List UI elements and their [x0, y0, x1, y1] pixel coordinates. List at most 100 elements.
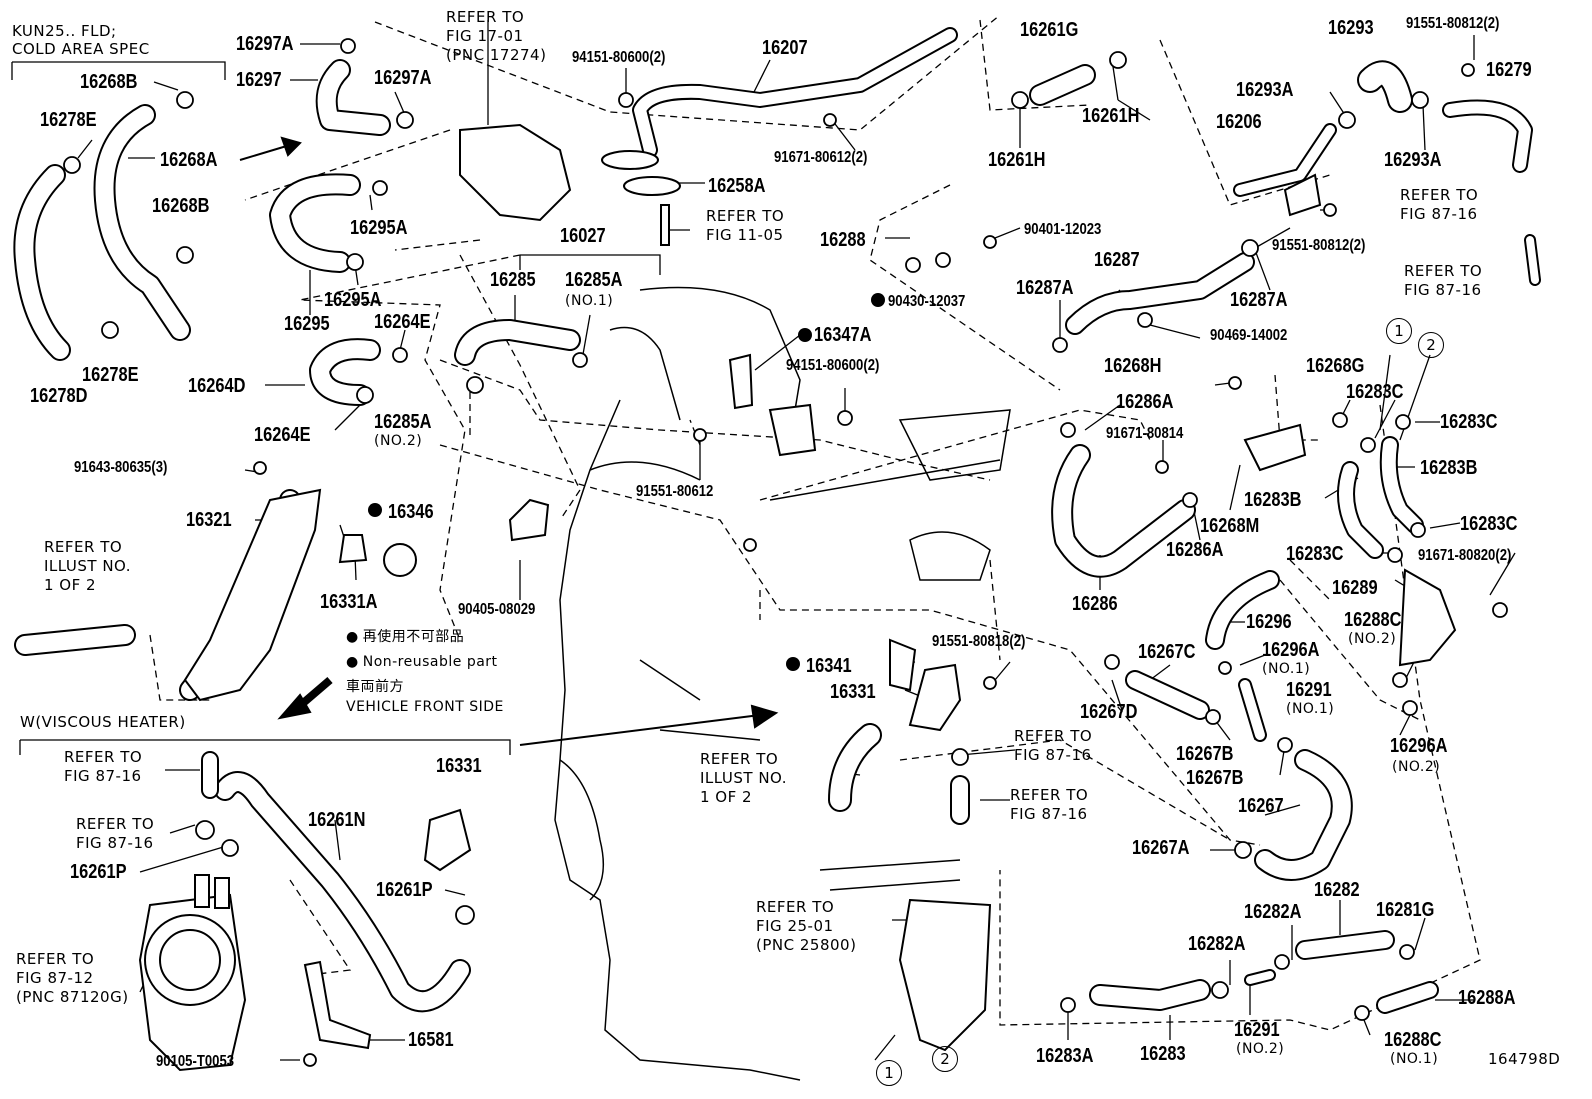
part-16283C[interactable]: 16283C	[1346, 381, 1404, 403]
part-16341[interactable]: 16341	[806, 655, 852, 677]
part-16288A[interactable]: 16288A	[1458, 987, 1516, 1009]
part-16206[interactable]: 16206	[1216, 111, 1262, 133]
part-16268G[interactable]: 16268G	[1306, 355, 1365, 377]
part-16285A-no1[interactable]: 16285A	[565, 269, 623, 291]
ref-fig-11-05[interactable]: REFER TO FIG 11-05	[706, 207, 784, 245]
part-16291-no1[interactable]: 16291	[1286, 679, 1332, 701]
part-16258A[interactable]: 16258A	[708, 175, 766, 197]
part-94151-80600[interactable]: 94151-80600(2)	[572, 49, 666, 66]
part-90469-14002[interactable]: 90469-14002	[1210, 327, 1288, 344]
part-16293[interactable]: 16293	[1328, 17, 1374, 39]
part-16261H[interactable]: 16261H	[1082, 105, 1140, 127]
ref-fig-87-16[interactable]: REFER TO FIG 87-16	[1404, 262, 1482, 300]
part-16267[interactable]: 16267	[1238, 795, 1284, 817]
part-16288C-no2[interactable]: 16288C	[1344, 609, 1402, 631]
part-91671-80814[interactable]: 91671-80814	[1106, 425, 1184, 442]
ref-fig-17-01[interactable]: REFER TO FIG 17-01 (PNC 17274)	[446, 8, 546, 65]
part-16331A[interactable]: 16331A	[320, 591, 378, 613]
part-91551-80818[interactable]: 91551-80818(2)	[932, 633, 1026, 650]
part-16286A[interactable]: 16286A	[1166, 539, 1224, 561]
part-16288[interactable]: 16288	[820, 229, 866, 251]
part-91643-80635[interactable]: 91643-80635(3)	[74, 459, 168, 476]
part-16261N[interactable]: 16261N	[308, 809, 366, 831]
part-91551-80612[interactable]: 91551-80612	[636, 483, 714, 500]
part-16282A[interactable]: 16282A	[1188, 933, 1246, 955]
ref-fig-87-16[interactable]: REFER TO FIG 87-16	[76, 815, 154, 853]
part-91551-80812[interactable]: 91551-80812(2)	[1406, 15, 1500, 32]
part-16281G[interactable]: 16281G	[1376, 899, 1435, 921]
part-16268B[interactable]: 16268B	[80, 71, 138, 93]
part-16261G[interactable]: 16261G	[1020, 19, 1079, 41]
ref-fig-87-16[interactable]: REFER TO FIG 87-16	[1014, 727, 1092, 765]
part-16283[interactable]: 16283	[1140, 1043, 1186, 1065]
part-16264E[interactable]: 16264E	[254, 424, 311, 446]
ref-fig-87-16[interactable]: REFER TO FIG 87-16	[64, 748, 142, 786]
part-16283B[interactable]: 16283B	[1244, 489, 1302, 511]
part-16295A[interactable]: 16295A	[324, 289, 382, 311]
part-16267D[interactable]: 16267D	[1080, 701, 1138, 723]
part-16346[interactable]: 16346	[388, 501, 434, 523]
part-91551-80812[interactable]: 91551-80812(2)	[1272, 237, 1366, 254]
part-16287A[interactable]: 16287A	[1230, 289, 1288, 311]
part-16267B[interactable]: 16267B	[1186, 767, 1244, 789]
part-16297[interactable]: 16297	[236, 69, 282, 91]
part-16267A[interactable]: 16267A	[1132, 837, 1190, 859]
part-16283A[interactable]: 16283A	[1036, 1045, 1094, 1067]
part-16279[interactable]: 16279	[1486, 59, 1532, 81]
part-16288C-no1[interactable]: 16288C	[1384, 1029, 1442, 1051]
part-16291-no2[interactable]: 16291	[1234, 1019, 1280, 1041]
part-16296[interactable]: 16296	[1246, 611, 1292, 633]
part-16297A[interactable]: 16297A	[236, 33, 294, 55]
part-16285[interactable]: 16285	[490, 269, 536, 291]
part-16207[interactable]: 16207	[762, 37, 808, 59]
part-16296A-no2[interactable]: 16296A	[1390, 735, 1448, 757]
part-16268M[interactable]: 16268M	[1200, 515, 1260, 537]
part-16331[interactable]: 16331	[436, 755, 482, 777]
part-16347A[interactable]: 16347A	[814, 324, 872, 346]
part-16287A[interactable]: 16287A	[1016, 277, 1074, 299]
part-16286[interactable]: 16286	[1072, 593, 1118, 615]
part-90401-12023[interactable]: 90401-12023	[1024, 221, 1102, 238]
part-16027[interactable]: 16027	[560, 225, 606, 247]
part-16295A[interactable]: 16295A	[350, 217, 408, 239]
part-90105-T0053[interactable]: 90105-T0053	[156, 1053, 235, 1070]
part-16289[interactable]: 16289	[1332, 577, 1378, 599]
part-16268H[interactable]: 16268H	[1104, 355, 1162, 377]
part-16286A[interactable]: 16286A	[1116, 391, 1174, 413]
part-16264E[interactable]: 16264E	[374, 311, 431, 333]
part-16264D[interactable]: 16264D	[188, 375, 246, 397]
ref-fig-87-16[interactable]: REFER TO FIG 87-16	[1010, 786, 1088, 824]
part-16283C[interactable]: 16283C	[1440, 411, 1498, 433]
part-16296A-no1[interactable]: 16296A	[1262, 639, 1320, 661]
part-94151-80600[interactable]: 94151-80600(2)	[786, 357, 880, 374]
part-16283C[interactable]: 16283C	[1460, 513, 1518, 535]
ref-fig-87-12[interactable]: REFER TO FIG 87-12 (PNC 87120G)	[16, 950, 129, 1007]
part-16278D[interactable]: 16278D	[30, 385, 88, 407]
part-16261P[interactable]: 16261P	[70, 861, 127, 883]
part-16283B[interactable]: 16283B	[1420, 457, 1478, 479]
part-16268B[interactable]: 16268B	[152, 195, 210, 217]
ref-fig-25-01[interactable]: REFER TO FIG 25-01 (PNC 25800)	[756, 898, 856, 955]
part-16293A[interactable]: 16293A	[1384, 149, 1442, 171]
part-16331[interactable]: 16331	[830, 681, 876, 703]
part-16283C[interactable]: 16283C	[1286, 543, 1344, 565]
part-16267C[interactable]: 16267C	[1138, 641, 1196, 663]
part-16293A[interactable]: 16293A	[1236, 79, 1294, 101]
part-90405-08029[interactable]: 90405-08029	[458, 601, 536, 618]
part-16297A[interactable]: 16297A	[374, 67, 432, 89]
part-16261P[interactable]: 16261P	[376, 879, 433, 901]
ref-fig-87-16[interactable]: REFER TO FIG 87-16	[1400, 186, 1478, 224]
part-16287[interactable]: 16287	[1094, 249, 1140, 271]
part-91671-80612[interactable]: 91671-80612(2)	[774, 149, 868, 166]
part-16581[interactable]: 16581	[408, 1029, 454, 1051]
part-16268A[interactable]: 16268A	[160, 149, 218, 171]
part-16282[interactable]: 16282	[1314, 879, 1360, 901]
part-16285A-no2[interactable]: 16285A	[374, 411, 432, 433]
part-91671-80820[interactable]: 91671-80820(2)	[1418, 547, 1512, 564]
part-16295[interactable]: 16295	[284, 313, 330, 335]
part-90430-12037[interactable]: 90430-12037	[888, 293, 966, 310]
part-16267B[interactable]: 16267B	[1176, 743, 1234, 765]
part-16261H[interactable]: 16261H	[988, 149, 1046, 171]
part-16278E[interactable]: 16278E	[40, 109, 97, 131]
part-16282A[interactable]: 16282A	[1244, 901, 1302, 923]
